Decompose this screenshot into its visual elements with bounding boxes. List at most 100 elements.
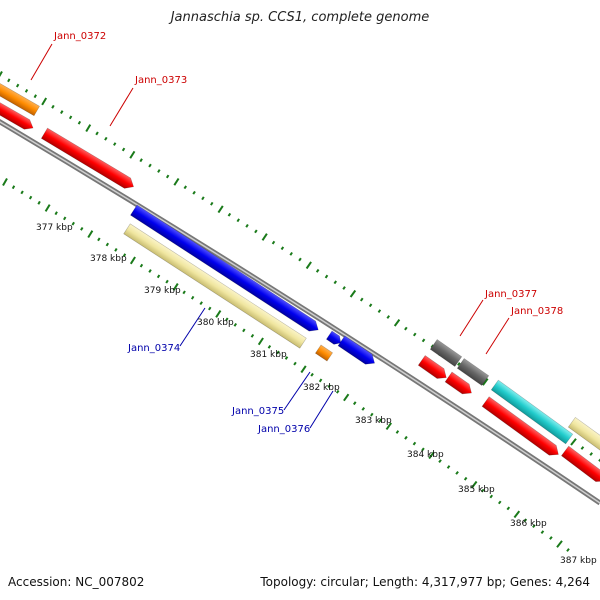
tick-mark (498, 500, 502, 505)
tick-mark (556, 540, 563, 548)
axis-label: 380 kbp (197, 318, 234, 328)
feature-rna[interactable] (123, 223, 307, 349)
tick-mark (225, 317, 229, 322)
tick-mark (254, 229, 258, 234)
tick-mark (305, 261, 312, 270)
gene-reverse-jann-0374[interactable] (130, 204, 321, 335)
tick-mark (482, 378, 489, 386)
tick-mark (20, 190, 24, 195)
gene-label[interactable]: Jann_0375 (231, 406, 284, 417)
gene-reverse-jann-0375[interactable] (325, 330, 343, 347)
feature-orange[interactable] (314, 344, 334, 362)
tick-mark (359, 297, 364, 302)
tick-mark (33, 94, 37, 99)
gene-label[interactable]: Jann_0373 (134, 75, 187, 86)
axis-label: 384 kbp (407, 450, 444, 460)
axis-label: 379 kbp (144, 286, 181, 296)
axis-label: 383 kbp (355, 416, 392, 426)
tick-mark (428, 451, 435, 460)
gene-forward-jann-0373[interactable] (40, 127, 136, 192)
tick-mark (393, 319, 401, 327)
tick-mark (129, 150, 136, 159)
tick-mark (139, 158, 143, 163)
tick-mark (352, 401, 357, 406)
gene-reverse-jann-0376[interactable] (337, 335, 378, 368)
axis-label: 382 kbp (303, 383, 340, 393)
tick-mark (182, 290, 186, 295)
gene-forward-jann-0372[interactable] (0, 100, 36, 133)
tick-mark (165, 279, 169, 284)
tick-mark (37, 200, 41, 205)
tick-mark (0, 71, 3, 78)
axis-label: 381 kbp (250, 350, 287, 360)
tick-mark (523, 518, 528, 523)
tick-mark (315, 268, 320, 273)
tick-mark (71, 221, 75, 226)
tick-mark (113, 142, 117, 146)
tick-mark (368, 303, 373, 308)
tick-mark (172, 283, 179, 291)
tick-mark (77, 120, 82, 125)
feature-gray[interactable] (456, 358, 490, 386)
tick-mark (549, 536, 553, 540)
tick-mark (310, 372, 314, 377)
tick-mark (349, 289, 357, 298)
tick-mark (173, 177, 180, 186)
tick-mark (300, 365, 307, 374)
tick-mark (156, 274, 161, 279)
gene-forward-jann-0378[interactable] (444, 371, 475, 398)
tick-mark (421, 447, 425, 452)
gene-forward[interactable] (561, 445, 600, 486)
gene-forward-jann-0377[interactable] (417, 355, 449, 382)
tick-mark (148, 163, 152, 168)
tick-mark (87, 230, 94, 239)
tick-mark (276, 350, 280, 355)
tick-mark (257, 337, 264, 346)
tick-mark (566, 548, 570, 552)
tick-mark (24, 89, 29, 93)
gene-forward[interactable] (481, 396, 562, 460)
tick-mark (386, 315, 391, 319)
tick-mark (97, 237, 101, 242)
tick-mark (404, 435, 408, 440)
tick-mark (250, 333, 255, 338)
tick-mark (480, 488, 485, 493)
gene-label[interactable]: Jann_0378 (510, 306, 563, 317)
tick-mark (199, 301, 203, 306)
feature-rna[interactable] (567, 416, 600, 452)
tick-mark (7, 78, 11, 83)
tick-mark (438, 459, 442, 463)
tick-mark (80, 226, 84, 231)
gene-label[interactable]: Jann_0377 (484, 289, 537, 300)
feature-gray[interactable] (429, 339, 463, 367)
tick-mark (333, 280, 338, 285)
tick-mark (2, 178, 8, 186)
tick-mark (377, 309, 382, 313)
gene-label[interactable]: Jann_0374 (127, 343, 180, 354)
tick-mark (233, 322, 238, 327)
tick-mark (236, 218, 240, 223)
tick-mark (457, 362, 461, 366)
tick-mark (51, 104, 55, 109)
tick-mark (165, 174, 170, 179)
tick-mark (121, 147, 126, 152)
tick-mark (280, 246, 285, 251)
tick-mark (298, 257, 302, 262)
tick-mark (105, 242, 110, 247)
tick-mark (44, 204, 51, 212)
tick-mark (532, 524, 536, 529)
tick-mark (68, 115, 73, 120)
gene-label[interactable]: Jann_0372 (53, 31, 106, 42)
tick-mark (201, 196, 205, 201)
tick-mark (284, 356, 289, 360)
tick-mark (540, 530, 545, 535)
tick-mark (54, 211, 58, 216)
feature-orange[interactable] (0, 81, 40, 117)
feature-cyan[interactable] (490, 379, 574, 445)
tick-mark (324, 274, 329, 279)
tick-mark (271, 240, 276, 245)
gene-label[interactable]: Jann_0376 (257, 424, 310, 435)
tick-mark (370, 412, 374, 417)
tick-mark (139, 263, 144, 268)
